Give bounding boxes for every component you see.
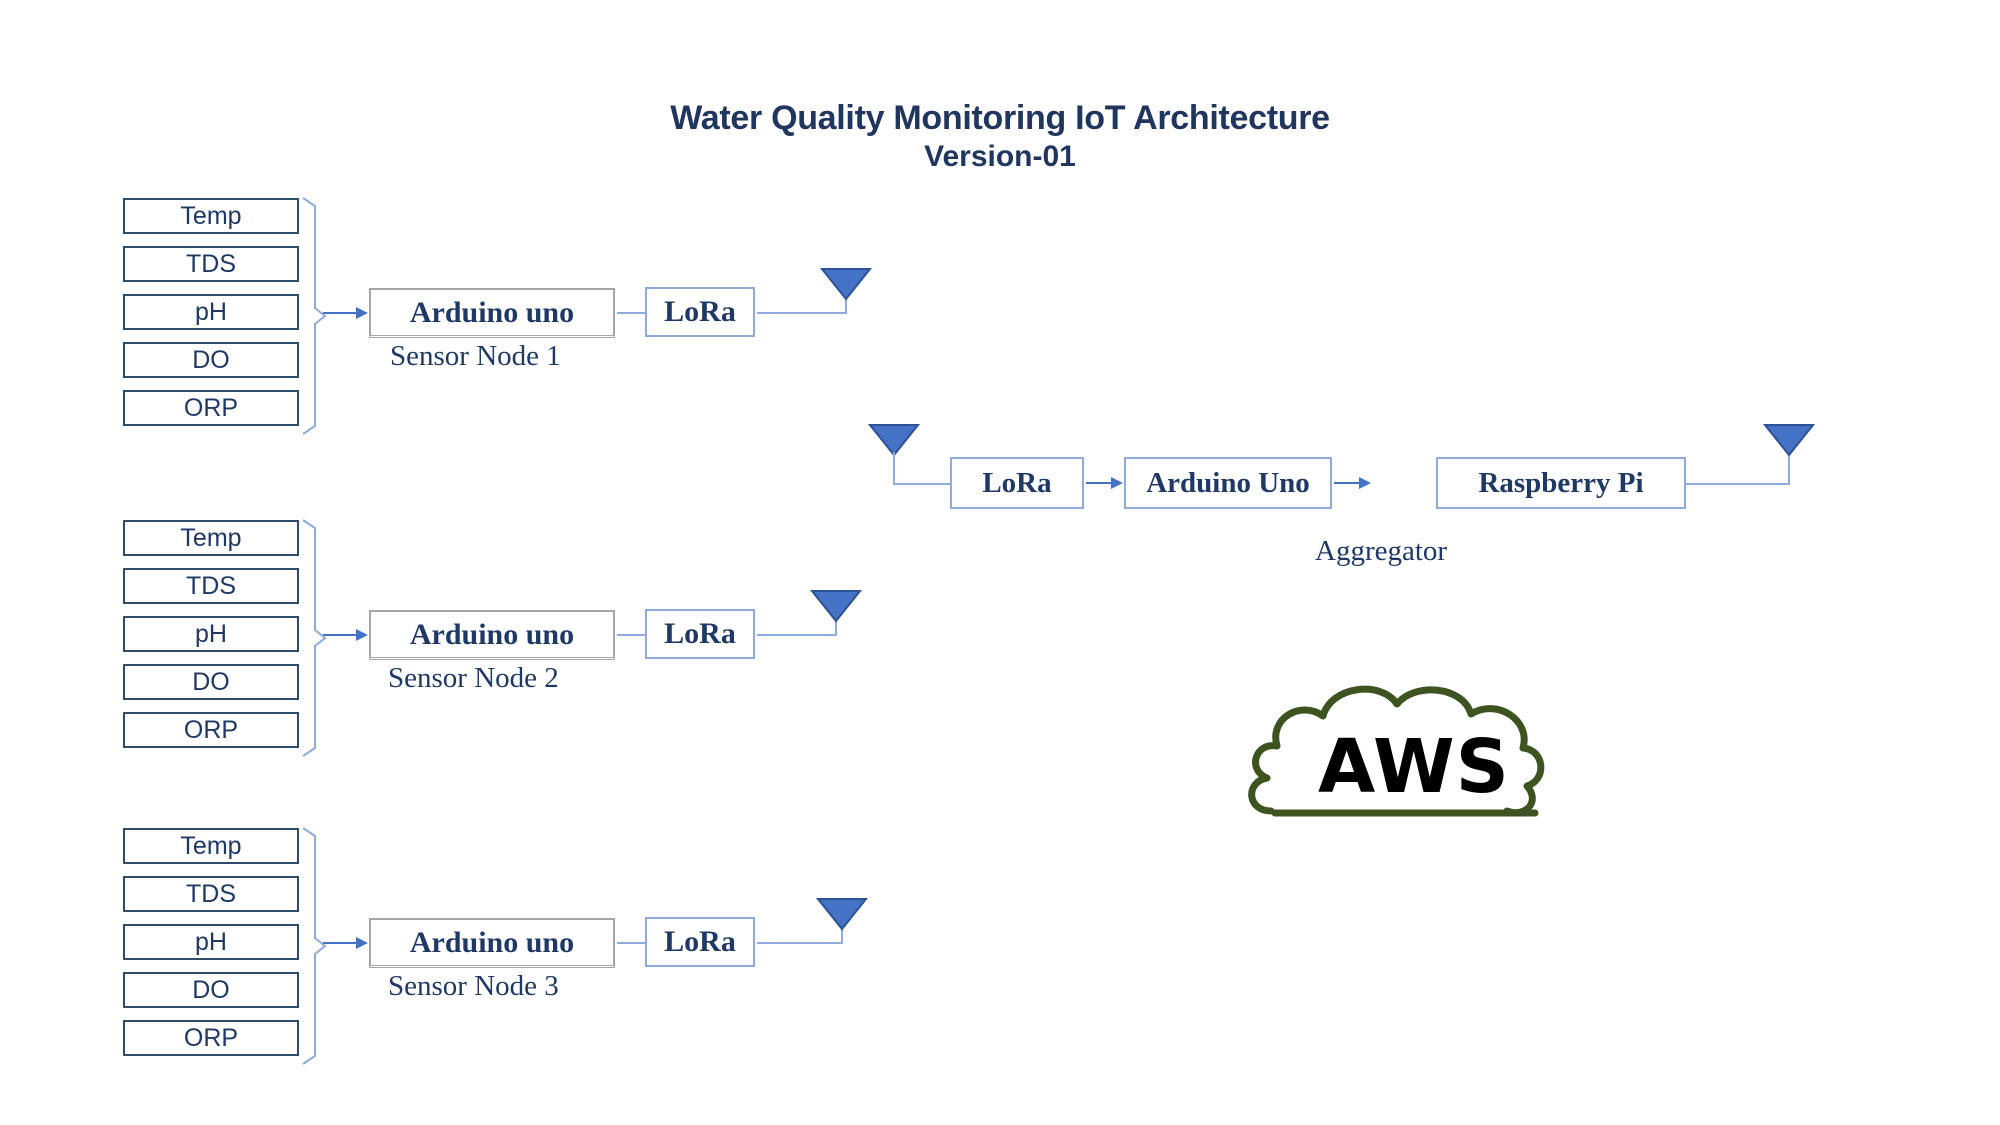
antenna-stem-aggregator-out [1788, 452, 1790, 485]
sensor-box-orp[interactable]: ORP [123, 390, 299, 426]
sensor-box-ph[interactable]: pH [123, 924, 299, 960]
node-caption-3: Sensor Node 3 [388, 970, 559, 1002]
sensor-box-tds[interactable]: TDS [123, 876, 299, 912]
sensor-box-ph[interactable]: pH [123, 294, 299, 330]
mcu-to-radio-line-node-1 [617, 312, 645, 314]
diagram-title: Water Quality Monitoring IoT Architectur… [560, 98, 1440, 176]
mcu-box-node-2[interactable]: Arduino uno [369, 610, 615, 660]
antenna-icon-aggregator-out [1763, 423, 1815, 457]
aggregator-caption: Aggregator [1315, 535, 1448, 567]
antenna-to-lora-line-aggregator [893, 483, 950, 485]
radio-box-node-1[interactable]: LoRa [645, 287, 755, 337]
antenna-stem-node-1 [845, 288, 847, 314]
title-line-1: Water Quality Monitoring IoT Architectur… [670, 99, 1330, 137]
sensor-box-orp[interactable]: ORP [123, 1020, 299, 1056]
antenna-stem-node-2 [835, 610, 837, 636]
sensor-box-tds[interactable]: TDS [123, 246, 299, 282]
node-caption-1: Sensor Node 1 [390, 340, 561, 372]
sensor-box-temp[interactable]: Temp [123, 520, 299, 556]
mcu-to-radio-line-node-2 [617, 634, 645, 636]
mcu-box-node-3[interactable]: Arduino uno [369, 918, 615, 968]
antenna-icon-node-3 [816, 897, 868, 931]
cloud-icon-aws [1235, 678, 1555, 823]
antenna-icon-node-1 [820, 267, 872, 301]
sensor-to-mcu-arrow-node-1 [323, 306, 369, 320]
antenna-stem-node-3 [841, 918, 843, 944]
node-caption-2: Sensor Node 2 [388, 662, 559, 694]
radio-box-node-3[interactable]: LoRa [645, 917, 755, 967]
aggregator-lora-box[interactable]: LoRa [950, 457, 1084, 509]
sensor-brace-node-2 [301, 518, 327, 758]
radio-to-antenna-line-node-3 [757, 942, 843, 944]
sensor-box-do[interactable]: DO [123, 342, 299, 378]
mcu-to-radio-line-node-3 [617, 942, 645, 944]
antenna-icon-aggregator-in [868, 423, 920, 457]
sensor-box-temp[interactable]: Temp [123, 198, 299, 234]
antenna-stem-aggregator-in [893, 452, 895, 485]
sensor-box-temp[interactable]: Temp [123, 828, 299, 864]
sensor-stack-node-2: Temp TDS pH DO ORP [123, 520, 299, 748]
radio-to-antenna-line-node-2 [757, 634, 837, 636]
title-line-2: Version-01 [924, 140, 1076, 174]
sensor-box-do[interactable]: DO [123, 972, 299, 1008]
sensor-box-ph[interactable]: pH [123, 616, 299, 652]
antenna-icon-node-2 [810, 589, 862, 623]
radio-to-antenna-line-node-1 [757, 312, 847, 314]
aggregator-lora-to-mcu-arrow [1086, 476, 1124, 490]
sensor-box-tds[interactable]: TDS [123, 568, 299, 604]
sensor-brace-node-1 [301, 196, 327, 436]
aggregator-raspberry-pi-box[interactable]: Raspberry Pi [1436, 457, 1686, 509]
sensor-brace-node-3 [301, 826, 327, 1066]
aggregator-mcu-to-pi-arrow [1334, 476, 1372, 490]
mcu-box-node-1[interactable]: Arduino uno [369, 288, 615, 338]
sensor-to-mcu-arrow-node-3 [323, 936, 369, 950]
aggregator-mcu-box[interactable]: Arduino Uno [1124, 457, 1332, 509]
pi-to-antenna-line [1686, 483, 1790, 485]
sensor-stack-node-3: Temp TDS pH DO ORP [123, 828, 299, 1056]
sensor-box-orp[interactable]: ORP [123, 712, 299, 748]
sensor-box-do[interactable]: DO [123, 664, 299, 700]
radio-box-node-2[interactable]: LoRa [645, 609, 755, 659]
sensor-to-mcu-arrow-node-2 [323, 628, 369, 642]
cloud-label-aws: AWS [1318, 724, 1510, 810]
sensor-stack-node-1: Temp TDS pH DO ORP [123, 198, 299, 426]
